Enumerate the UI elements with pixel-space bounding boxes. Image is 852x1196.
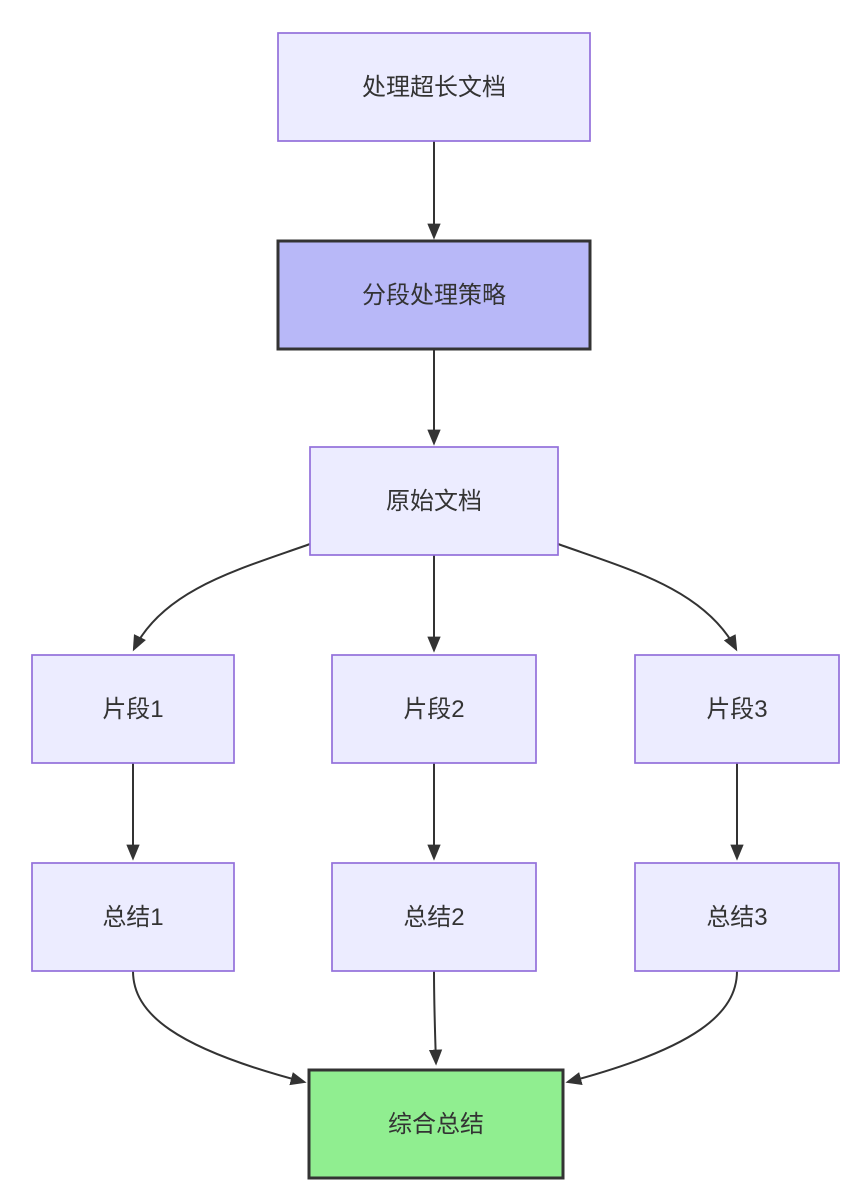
node-original-doc: 原始文档 bbox=[309, 446, 559, 556]
edge-summary-3-to-final bbox=[565, 970, 738, 1086]
node-process-long-doc-label: 处理超长文档 bbox=[362, 74, 506, 101]
node-process-long-doc: 处理超长文档 bbox=[277, 32, 591, 142]
edge-layer bbox=[126, 141, 744, 1086]
node-fragment-3-label: 片段3 bbox=[706, 696, 767, 723]
node-summary-3-label: 总结3 bbox=[706, 904, 767, 931]
node-fragment-3-box bbox=[634, 654, 840, 764]
edge-original-to-fragment-1 bbox=[132, 543, 311, 652]
node-summary-3: 总结3 bbox=[634, 862, 840, 972]
node-fragment-2-label: 片段2 bbox=[403, 696, 464, 723]
node-summary-2: 总结2 bbox=[331, 862, 537, 972]
edge-summary-1-to-final bbox=[132, 970, 307, 1086]
node-fragment-2: 片段2 bbox=[331, 654, 537, 764]
node-summary-1: 总结1 bbox=[31, 862, 235, 972]
node-original-doc-label: 原始文档 bbox=[386, 488, 482, 515]
node-segmentation-strategy-label: 分段处理策略 bbox=[362, 282, 506, 309]
node-fragment-2-box bbox=[331, 654, 537, 764]
node-original-doc-box bbox=[309, 446, 559, 556]
node-summary-2-box bbox=[331, 862, 537, 972]
node-fragment-1-label: 片段1 bbox=[102, 696, 163, 723]
node-fragment-3: 片段3 bbox=[634, 654, 840, 764]
node-summary-2-label: 总结2 bbox=[403, 904, 464, 931]
node-summary-1-box bbox=[31, 862, 235, 972]
node-final-summary-label: 综合总结 bbox=[388, 1111, 484, 1138]
node-final-summary-box bbox=[307, 1068, 565, 1180]
node-final-summary: 综合总结 bbox=[307, 1068, 565, 1180]
edge-summary-2-to-final bbox=[428, 970, 443, 1066]
node-summary-3-box bbox=[634, 862, 840, 972]
edge-original-to-fragment-3 bbox=[557, 543, 738, 652]
node-segmentation-strategy: 分段处理策略 bbox=[276, 239, 592, 351]
node-layer: 处理超长文档 分段处理策略 原始文档 片段1 片段2 片段3 bbox=[31, 32, 840, 1180]
node-fragment-1: 片段1 bbox=[31, 654, 235, 764]
node-segmentation-strategy-box bbox=[276, 239, 592, 351]
node-summary-1-label: 总结1 bbox=[102, 904, 163, 931]
node-process-long-doc-box bbox=[277, 32, 591, 142]
node-fragment-1-box bbox=[31, 654, 235, 764]
